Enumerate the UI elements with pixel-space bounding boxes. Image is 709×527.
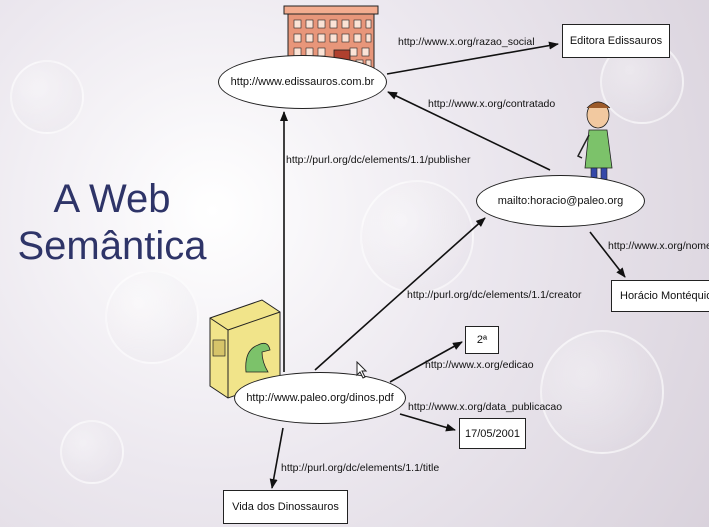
edge-label-data-publicacao: http://www.x.org/data_publicacao (408, 401, 563, 413)
background-bubble (360, 180, 474, 294)
book-icon (209, 299, 281, 399)
literal-editora: Editora Edissauros (562, 24, 670, 58)
background-bubble (60, 420, 124, 484)
slide-title-line2: Semântica (17, 224, 207, 268)
literal-data: 17/05/2001 (459, 418, 526, 449)
edge-title (269, 427, 284, 489)
edge-nome (589, 231, 626, 278)
literal-horacio-name: Horácio Montéquio (611, 280, 709, 312)
edge-contratado (387, 91, 551, 171)
edge-label-razao-social: http://www.x.org/razao_social (398, 36, 535, 48)
edge-label-edicao: http://www.x.org/edicao (425, 359, 534, 371)
edge-label-contratado: http://www.x.org/contratado (428, 98, 556, 110)
mouse-cursor-icon (356, 361, 368, 379)
node-edissauros: http://www.edissauros.com.br (218, 55, 387, 109)
edge-label-publisher: http://purl.org/dc/elements/1.1/publishe… (286, 154, 471, 166)
edge-edicao (389, 341, 463, 383)
node-dinos: http://www.paleo.org/dinos.pdf (234, 372, 406, 424)
edge-label-title: http://purl.org/dc/elements/1.1/title (281, 462, 440, 474)
slide-title-line1: A Web (53, 177, 171, 221)
edge-label-nome: http://www.x.org/nome (608, 240, 709, 252)
literal-title: Vida dos Dinossauros (223, 490, 348, 524)
background-bubble (10, 60, 84, 134)
background-bubble (105, 270, 199, 364)
literal-edicao: 2ª (465, 326, 499, 354)
edge-creator (314, 217, 486, 371)
edge-razao-social (386, 41, 559, 75)
edge-data-publicacao (399, 413, 456, 432)
slide-title: A Web Semântica (12, 176, 212, 270)
node-horacio: mailto:horacio@paleo.org (476, 175, 645, 227)
edge-label-creator: http://purl.org/dc/elements/1.1/creator (407, 289, 582, 301)
background-bubble (540, 330, 664, 454)
